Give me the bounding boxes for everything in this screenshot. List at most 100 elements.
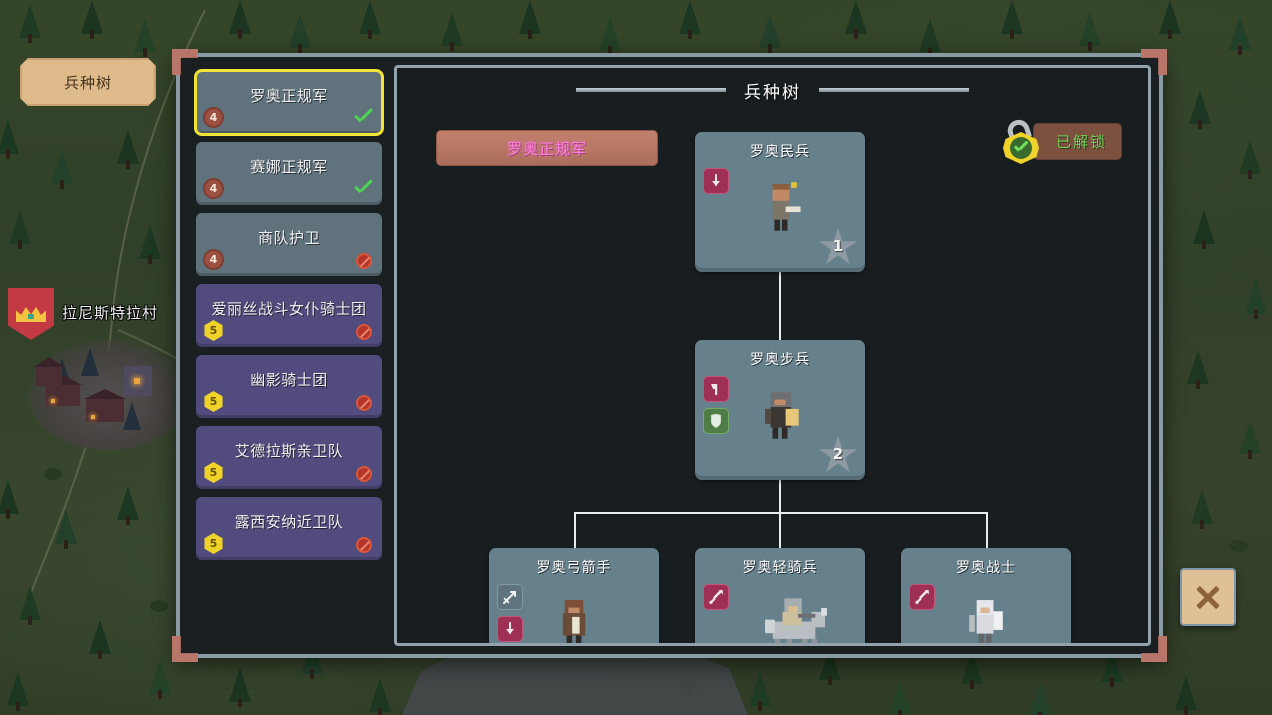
open-padlock-icon xyxy=(1001,116,1041,164)
unit-tree-canvas: 罗奥民兵 1 罗奥步兵 2 罗奥弓箭手 罗奥轻骑兵 罗奥战士 xyxy=(397,112,1148,643)
bush-decor xyxy=(1230,540,1248,552)
tier-badge: 4 xyxy=(203,107,224,128)
sidebar-item-label: 爱丽丝战斗女仆骑士团 xyxy=(211,300,367,318)
tree-connector-branch xyxy=(986,512,988,548)
unit-tier-number: 2 xyxy=(832,445,844,463)
unit-tier-star: 2 xyxy=(818,436,858,474)
axe-icon[interactable] xyxy=(703,376,729,402)
village-house xyxy=(84,389,126,422)
sidebar-item-6[interactable]: 露西安纳近卫队 5 xyxy=(196,497,382,560)
unlocked-check-icon xyxy=(352,109,374,129)
unlock-status: 已解锁 xyxy=(1001,116,1122,164)
archer-sprite xyxy=(551,594,597,643)
warrior-sprite xyxy=(963,594,1009,643)
village-label: 拉尼斯特拉村 xyxy=(62,304,159,322)
village-house xyxy=(34,357,64,386)
house-window xyxy=(51,399,55,403)
unit-node-title: 罗奥弓箭手 xyxy=(536,560,612,576)
troop-tree-tab-label: 兵种树 xyxy=(63,73,112,92)
unit-node-infantry[interactable]: 罗奥步兵 2 xyxy=(695,340,865,480)
village-settlement xyxy=(28,340,188,450)
bush-decor xyxy=(44,468,62,480)
tier-badge: 5 xyxy=(204,391,223,412)
unit-ability-badges xyxy=(497,584,523,643)
village-tower xyxy=(124,366,152,396)
tier-badge: 4 xyxy=(203,249,224,270)
tier-badge: 5 xyxy=(204,462,223,483)
sidebar-item-3[interactable]: 爱丽丝战斗女仆骑士团 5 xyxy=(196,284,382,347)
selected-faction-label: 罗奥正规军 xyxy=(506,139,587,158)
shield-icon[interactable] xyxy=(703,408,729,434)
bow-icon[interactable] xyxy=(497,584,523,610)
unit-tier-star: 1 xyxy=(818,228,858,266)
house-roof xyxy=(84,389,126,399)
peasant-sprite xyxy=(757,178,803,234)
header-rule-right xyxy=(819,88,969,92)
sidebar-item-label: 幽影骑士团 xyxy=(250,371,328,389)
close-icon xyxy=(1194,583,1222,611)
padlock-check-circle xyxy=(1009,137,1032,159)
sidebar-item-5[interactable]: 艾德拉斯亲卫队 5 xyxy=(196,426,382,489)
unit-node-light-cavalry[interactable]: 罗奥轻骑兵 xyxy=(695,548,865,643)
infantry-sprite xyxy=(757,386,803,442)
tower-window xyxy=(134,378,140,384)
sword-icon[interactable] xyxy=(703,584,729,610)
header-rule-left xyxy=(576,88,726,92)
sidebar-item-label: 商队护卫 xyxy=(257,229,320,247)
rock-ledge-decor xyxy=(400,650,750,715)
sidebar-item-4[interactable]: 幽影骑士团 5 xyxy=(196,355,382,418)
tree-connector-horizontal xyxy=(574,512,988,514)
unit-node-militia[interactable]: 罗奥民兵 1 xyxy=(695,132,865,272)
sword-icon[interactable] xyxy=(909,584,935,610)
unit-node-title: 罗奥步兵 xyxy=(750,352,810,368)
unit-ability-badges xyxy=(909,584,935,610)
unlock-status-label: 已解锁 xyxy=(1032,122,1122,160)
panel-header: 兵种树 xyxy=(397,68,1148,112)
selected-faction-button[interactable]: 罗奥正规军 xyxy=(436,130,658,166)
locked-banned-icon xyxy=(352,535,374,555)
sidebar-item-label: 艾德拉斯亲卫队 xyxy=(234,442,344,460)
banned-glyph xyxy=(356,537,372,553)
sidebar-item-label: 露西安纳近卫队 xyxy=(234,513,344,531)
tree-connector-branch xyxy=(574,512,576,548)
unlocked-check-icon xyxy=(352,180,374,200)
cavalry-sprite xyxy=(757,594,827,643)
sidebar-item-1[interactable]: 赛娜正规军 4 xyxy=(196,142,382,205)
sidebar-item-label: 罗奥正规军 xyxy=(250,87,328,105)
village-house xyxy=(44,375,82,406)
house-roof xyxy=(34,357,64,367)
unit-node-title: 罗奥战士 xyxy=(956,560,1016,576)
unit-node-warrior[interactable]: 罗奥战士 xyxy=(901,548,1071,643)
house-roof xyxy=(44,375,82,385)
sidebar-item-0[interactable]: 罗奥正规军 4 xyxy=(194,69,384,136)
tier-badge: 5 xyxy=(204,533,223,554)
close-button[interactable] xyxy=(1180,568,1236,626)
banned-glyph xyxy=(356,324,372,340)
check-glyph xyxy=(352,109,374,129)
unit-node-title: 罗奥民兵 xyxy=(750,144,810,160)
locked-banned-icon xyxy=(352,251,374,271)
check-glyph xyxy=(352,180,374,200)
unit-node-archer[interactable]: 罗奥弓箭手 xyxy=(489,548,659,643)
down-arrow-icon[interactable] xyxy=(497,616,523,642)
down-arrow-icon[interactable] xyxy=(703,168,729,194)
house-window xyxy=(91,415,95,419)
banned-glyph xyxy=(356,253,372,269)
unit-node-title: 罗奥轻骑兵 xyxy=(742,560,818,576)
tier-badge: 4 xyxy=(203,178,224,199)
sidebar-item-2[interactable]: 商队护卫 4 xyxy=(196,213,382,276)
sidebar-item-label: 赛娜正规军 xyxy=(250,158,328,176)
bush-decor xyxy=(150,600,168,612)
locked-banned-icon xyxy=(352,393,374,413)
locked-banned-icon xyxy=(352,322,374,342)
unit-ability-badges xyxy=(703,168,729,194)
crown-icon xyxy=(16,306,46,322)
troop-tree-tab[interactable]: 兵种树 xyxy=(20,58,156,106)
unit-ability-badges xyxy=(703,376,729,434)
banned-glyph xyxy=(356,395,372,411)
unit-ability-badges xyxy=(703,584,729,610)
tier-badge: 5 xyxy=(204,320,223,341)
tree-connector-vertical xyxy=(779,480,781,548)
